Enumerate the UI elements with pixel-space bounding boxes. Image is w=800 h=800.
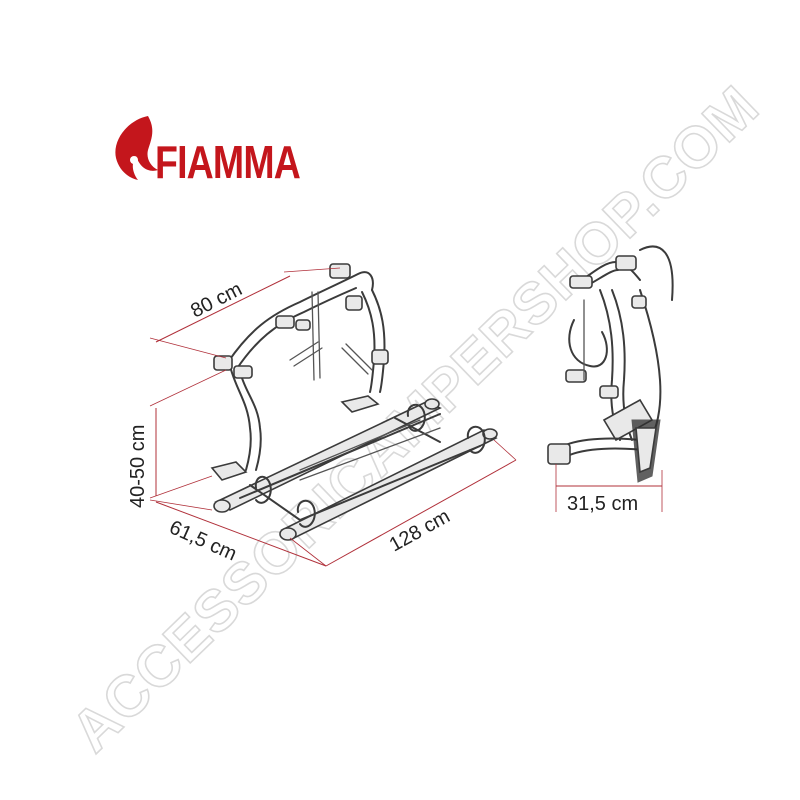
dimension-lines <box>149 267 663 567</box>
brand-logo: FIAMMA <box>115 116 301 188</box>
dimension-side-depth-label: 31,5 cm <box>567 493 638 515</box>
bike-carrier-side-view <box>547 245 674 483</box>
flame-logo-icon <box>115 116 158 180</box>
dimension-depth-label: 61,5 cm <box>166 516 240 565</box>
bike-carrier-front-view <box>210 263 498 541</box>
dimension-height-label: 40-50 cm <box>127 425 149 508</box>
logo-text: FIAMMA <box>155 136 300 188</box>
dimension-width-label: 80 cm <box>187 278 246 322</box>
dimension-length-label: 128 cm <box>386 505 454 556</box>
